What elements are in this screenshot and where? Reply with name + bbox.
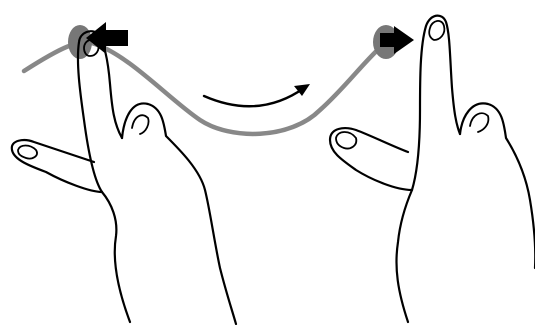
press-arrow-right-icon bbox=[380, 26, 414, 54]
direction-arrow-icon bbox=[202, 86, 306, 108]
press-arrow-left-icon bbox=[86, 22, 128, 54]
direction-arrowhead-icon bbox=[294, 84, 310, 96]
right-hand-icon bbox=[328, 14, 535, 324]
left-hand-icon bbox=[10, 30, 238, 325]
